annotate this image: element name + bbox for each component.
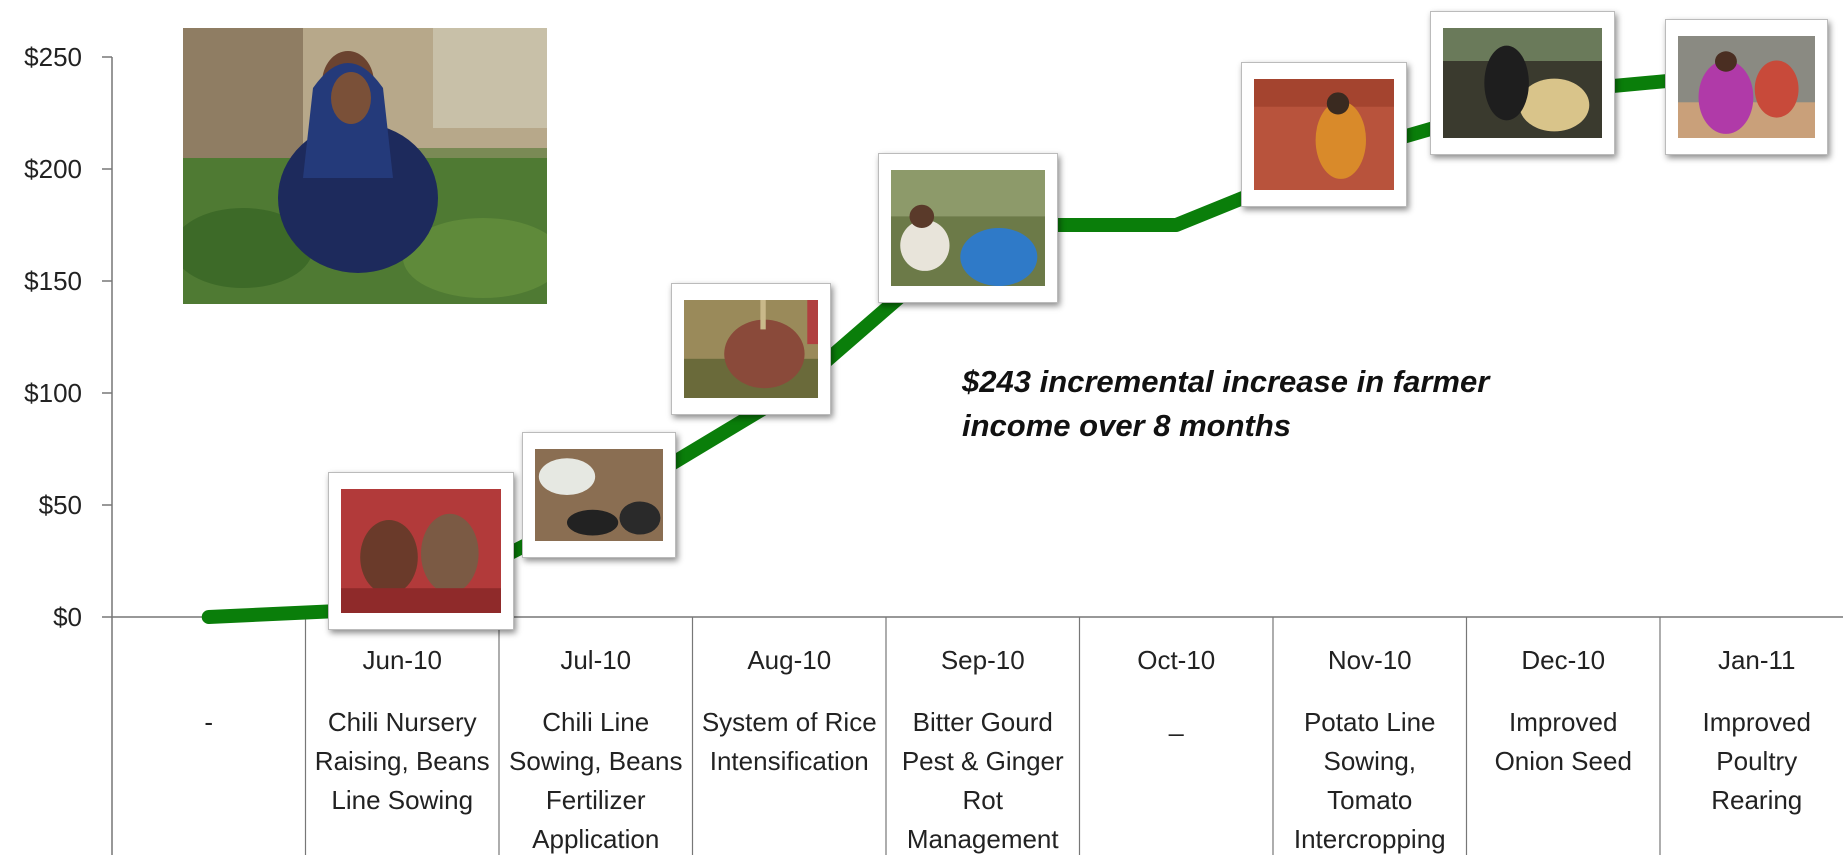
activity-label: Poultry [1716, 746, 1797, 776]
activity-label: _ [1168, 707, 1184, 737]
activity-label: Sowing, Beans [509, 746, 682, 776]
x-category-label: Oct-10 [1137, 645, 1215, 675]
photo-nov-10 [1241, 62, 1407, 207]
y-tick-label: $150 [24, 266, 82, 296]
activity-label: Potato Line [1304, 707, 1436, 737]
activity-label: Chili Nursery [328, 707, 477, 737]
income-annotation: $243 incremental increase in farmer inco… [962, 360, 1582, 448]
y-tick-label: $250 [24, 42, 82, 72]
x-category-label: Jun-10 [363, 645, 443, 675]
photo-dec-10 [1430, 11, 1615, 155]
activity-label: Sowing, [1324, 746, 1417, 776]
y-tick-labels: $0 $50 $100 $150 $200 $250 [24, 42, 112, 632]
activity-label: Bitter Gourd [913, 707, 1053, 737]
activity-label: Fertilizer [546, 785, 646, 815]
activity-label: Tomato [1327, 785, 1412, 815]
x-category-label: Sep-10 [941, 645, 1025, 675]
activity-label: Intensification [710, 746, 869, 776]
y-tick-label: $0 [53, 602, 82, 632]
photo-jan-11 [1665, 19, 1828, 155]
y-tick-label: $200 [24, 154, 82, 184]
y-tick-label: $50 [39, 490, 82, 520]
activity-label: Rot [963, 785, 1004, 815]
y-tick-label: $100 [24, 378, 82, 408]
activity-label: - [204, 707, 213, 737]
activity-label: Pest & Ginger [902, 746, 1064, 776]
x-category-label: Nov-10 [1328, 645, 1412, 675]
activity-label: System of Rice [702, 707, 877, 737]
activity-label: Chili Line [542, 707, 649, 737]
activity-label: Line Sowing [331, 785, 473, 815]
activity-label: Improved [1509, 707, 1617, 737]
x-category-label: Aug-10 [747, 645, 831, 675]
x-category-label: Jul-10 [560, 645, 631, 675]
activity-label: Management [907, 824, 1060, 854]
activity-label: Rearing [1711, 785, 1802, 815]
photo-jun-10 [328, 472, 514, 630]
x-category-label: Dec-10 [1521, 645, 1605, 675]
photo-aug-10 [671, 283, 831, 415]
farmer-portrait-image [183, 28, 547, 304]
activity-label: Onion Seed [1495, 746, 1632, 776]
activity-label: Application [532, 824, 659, 854]
annotation-line-1: $243 incremental increase in farmer [962, 364, 1490, 399]
annotation-line-2: income over 8 months [962, 408, 1292, 443]
photo-sep-10 [878, 153, 1058, 303]
activity-label: Raising, Beans [315, 746, 490, 776]
activity-label: Intercropping [1294, 824, 1446, 854]
x-category-label: Jan-11 [1718, 645, 1796, 675]
photo-jul-10 [522, 432, 676, 558]
activity-label: Improved [1703, 707, 1811, 737]
